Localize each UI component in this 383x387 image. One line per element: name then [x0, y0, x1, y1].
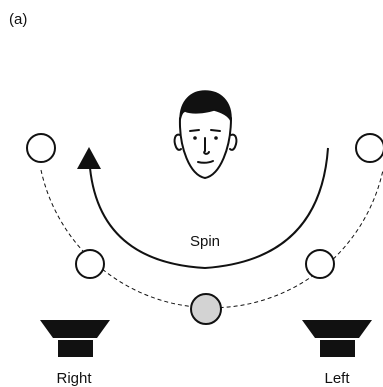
- panel-label: (a): [9, 11, 27, 28]
- speaker-icon-right: [40, 320, 110, 357]
- dashed-arc: [40, 169, 383, 309]
- speaker-right-label: Right: [56, 370, 92, 387]
- position-circle-right-mid: [305, 249, 335, 279]
- position-circle-right-top: [355, 133, 383, 163]
- speaker-left-label: Left: [324, 370, 350, 387]
- position-circle-left-mid: [75, 249, 105, 279]
- speaker-icon-left: [302, 320, 372, 357]
- arrowhead-icon: [77, 147, 101, 169]
- face-icon: [173, 90, 238, 179]
- position-circle-center-active: [190, 293, 222, 325]
- position-circle-left-top: [26, 133, 56, 163]
- spin-label: Spin: [190, 233, 220, 250]
- spin-arrow-arc: [89, 147, 329, 270]
